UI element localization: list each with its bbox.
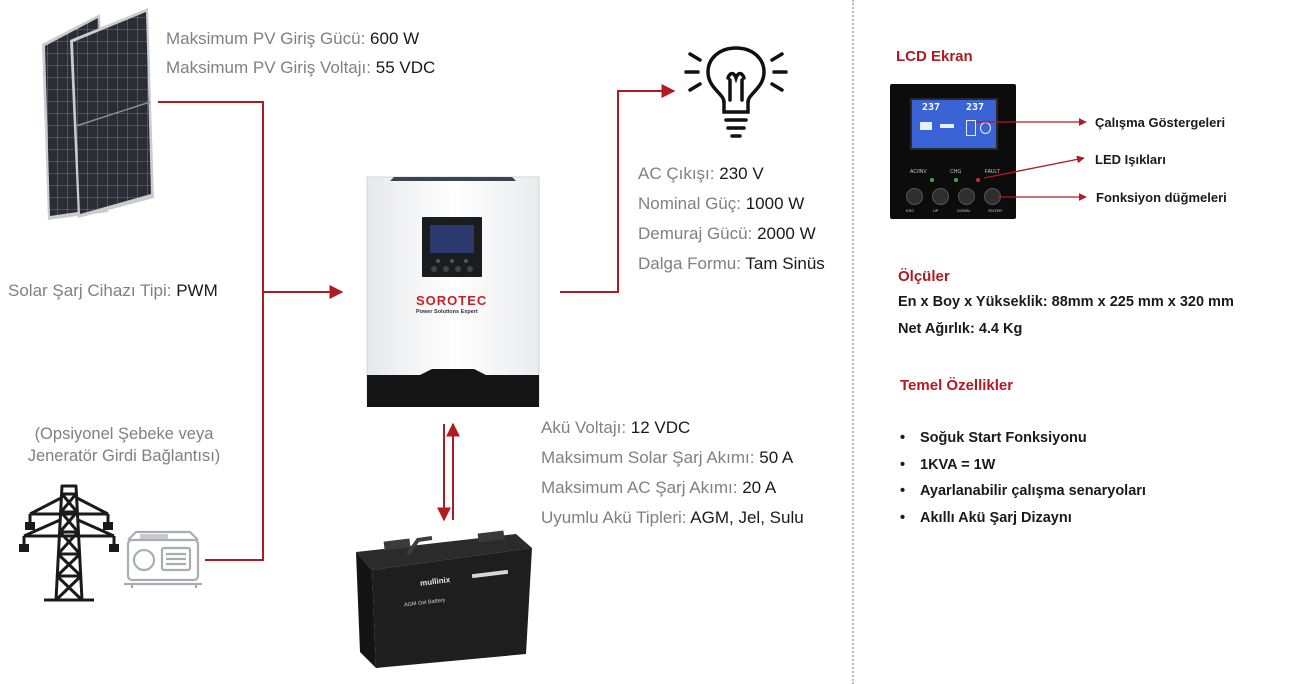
callout-operation-indicators: Çalışma Göstergeleri [1095, 115, 1226, 130]
lcd-flow-icon [940, 124, 954, 128]
dimensions-weight: Net Ağırlık: 4.4 Kg [898, 321, 1023, 337]
ac-output-wire [560, 84, 676, 293]
lcd-screen: 237 237 [910, 98, 998, 150]
led-chg-icon [954, 178, 958, 182]
lcd-battery-icon [966, 120, 976, 136]
lcd-title: LCD Ekran [896, 48, 973, 65]
ac-spec-row: AC Çıkışı: 230 V [638, 164, 764, 183]
btn-label-down: DOWN [957, 208, 970, 213]
lcd-led-labels: AC/INV CHG FAULT [910, 169, 1000, 175]
bullet-icon: • [900, 483, 906, 499]
led-acinv-icon [930, 178, 934, 182]
inverter-image [366, 176, 540, 408]
features-title: Temel Özellikler [900, 377, 1014, 394]
callout-function-buttons: Fonksiyon düğmeleri [1096, 190, 1227, 205]
feature-item: •Soğuk Start Fonksiyonu [900, 425, 1146, 452]
pv-spec-row: Maksimum PV Giriş Voltajı: 55 VDC [166, 58, 436, 77]
battery-spec-row: Maksimum Solar Şarj Akımı: 50 A [541, 448, 794, 467]
section-divider [852, 0, 854, 684]
led-label-acinv: AC/INV [910, 169, 927, 175]
inverter-unit: SOROTEC Power Solutions Expert [366, 175, 540, 408]
battery-spec-row: Maksimum AC Şarj Akımı: 20 A [541, 478, 777, 497]
grid-wire [205, 292, 264, 561]
inverter-tagline: Power Solutions Expert [416, 309, 478, 315]
ac-output-specs: AC Çıkışı: 230 V Nominal Güç: 1000 W Dem… [638, 159, 825, 279]
led-fault-icon [976, 178, 980, 182]
callout-led-lights: LED Işıkları [1095, 152, 1166, 167]
lcd-pv-icon [920, 122, 932, 130]
led-label-fault: FAULT [984, 169, 1000, 175]
down-button[interactable] [958, 188, 975, 205]
solar-panel-image [42, 8, 154, 220]
up-button[interactable] [932, 188, 949, 205]
battery-spec-row: Akü Voltajı: 12 VDC [541, 418, 691, 437]
dimensions-title: Ölçüler [898, 268, 950, 285]
lcd-button-labels: ESC UP DOWN ENTER [906, 208, 1002, 213]
bullet-icon: • [900, 456, 906, 473]
dimensions-size: En x Boy x Yükseklik: 88mm x 225 mm x 32… [898, 294, 1234, 310]
pv-spec-row: Maksimum PV Giriş Gücü: 600 W [166, 29, 420, 48]
lcd-panel: 237 237 AC/INV CHG FAULT ESC UP DOWN ENT… [890, 84, 1016, 219]
battery-unit: mullinix AGM Gel Battery [348, 530, 534, 670]
battery-specs: Akü Voltajı: 12 VDC Maksimum Solar Şarj … [541, 413, 804, 533]
led-label-chg: CHG [950, 169, 962, 175]
pv-specs: Maksimum PV Giriş Gücü: 600 W Maksimum P… [166, 24, 435, 82]
features-list: •Soğuk Start Fonksiyonu •1KVA = 1W •Ayar… [900, 425, 1146, 531]
bullet-icon: • [900, 430, 906, 446]
esc-button[interactable] [906, 188, 923, 205]
solar-charger-type: Solar Şarj Cihazı Tipi: PWM [8, 281, 218, 300]
grid-note: (Opsiyonel Şebeke veya Jeneratör Girdi B… [27, 425, 221, 465]
ac-spec-row: Dalga Formu: Tam Sinüs [638, 254, 825, 273]
ac-spec-row: Nominal Güç: 1000 W [638, 194, 805, 213]
connection-lines [158, 84, 676, 561]
feature-item: •1KVA = 1W [900, 452, 1146, 479]
pv-wire [158, 101, 344, 299]
generator-image [124, 530, 202, 588]
battery-spec-row: Uyumlu Akü Tipleri: AGM, Jel, Sulu [541, 508, 804, 527]
ac-spec-row: Demuraj Gücü: 2000 W [638, 224, 816, 243]
feature-item: •Akıllı Akü Şarj Dizaynı [900, 505, 1146, 532]
light-bulb-icon [684, 46, 788, 138]
battery-image [356, 530, 532, 668]
bullet-icon: • [900, 509, 906, 526]
btn-label-enter: ENTER [988, 208, 1002, 213]
btn-label-up: UP [932, 208, 939, 213]
lcd-reading-left: 237 [922, 102, 941, 113]
inverter-brand: SOROTEC [416, 293, 488, 308]
power-pylon-icon [19, 484, 119, 602]
feature-item: •Ayarlanabilir çalışma senaryoları [900, 478, 1146, 505]
lcd-reading-right: 237 [966, 102, 985, 113]
btn-label-esc: ESC [906, 208, 915, 213]
lcd-callout-lines [976, 118, 1087, 201]
